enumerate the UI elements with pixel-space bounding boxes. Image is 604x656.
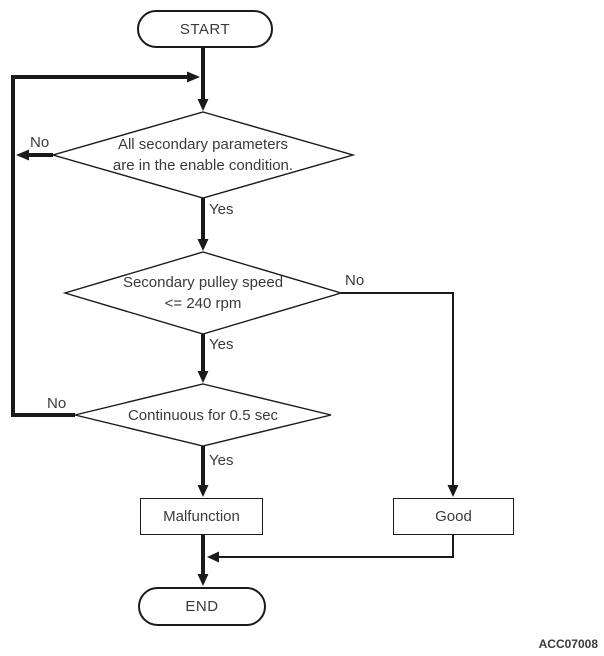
edge-pulley-no-to-good	[341, 292, 459, 497]
edge-continuous-yes	[197, 446, 209, 497]
decision-params-line1: All secondary parameters	[117, 136, 289, 153]
good-node: Good	[393, 498, 514, 535]
decision-continuous-line1: Continuous for 0.5 sec	[127, 407, 279, 424]
decision-pulley-speed-diamond	[62, 251, 344, 335]
decision-continuous-text: Continuous for 0.5 sec	[75, 405, 331, 426]
pulley-no-label: No	[345, 272, 365, 289]
edge-start-to-params	[197, 48, 209, 111]
edge-params-yes	[197, 198, 209, 251]
continuous-no-label: No	[47, 395, 67, 412]
decision-params-diamond	[50, 111, 356, 199]
decision-continuous-diamond	[74, 383, 332, 447]
end-node: END	[138, 587, 266, 626]
decision-params-text: All secondary parameters are in the enab…	[53, 134, 353, 176]
edge-pulley-yes	[197, 334, 209, 383]
malfunction-node: Malfunction	[140, 498, 263, 535]
start-label: START	[179, 20, 231, 38]
edge-feedback-loop	[11, 71, 200, 417]
continuous-yes-label: Yes	[209, 452, 234, 469]
decision-pulley-speed-line2: <= 240 rpm	[164, 295, 242, 312]
params-no-label: No	[30, 134, 50, 151]
edge-params-no	[16, 149, 53, 161]
params-yes-label: Yes	[209, 201, 234, 218]
good-label: Good	[435, 508, 472, 525]
decision-pulley-speed-text: Secondary pulley speed <= 240 rpm	[65, 272, 341, 314]
end-label: END	[185, 598, 219, 615]
decision-pulley-speed-line1: Secondary pulley speed	[122, 274, 284, 291]
decision-params-line2: are in the enable condition.	[112, 157, 294, 174]
edge-malfunction-to-end	[197, 535, 209, 586]
start-node: START	[137, 10, 273, 48]
pulley-yes-label: Yes	[209, 336, 234, 353]
figure-code: ACC07008	[538, 637, 598, 651]
malfunction-label: Malfunction	[163, 508, 240, 525]
edge-good-to-join	[207, 535, 454, 563]
